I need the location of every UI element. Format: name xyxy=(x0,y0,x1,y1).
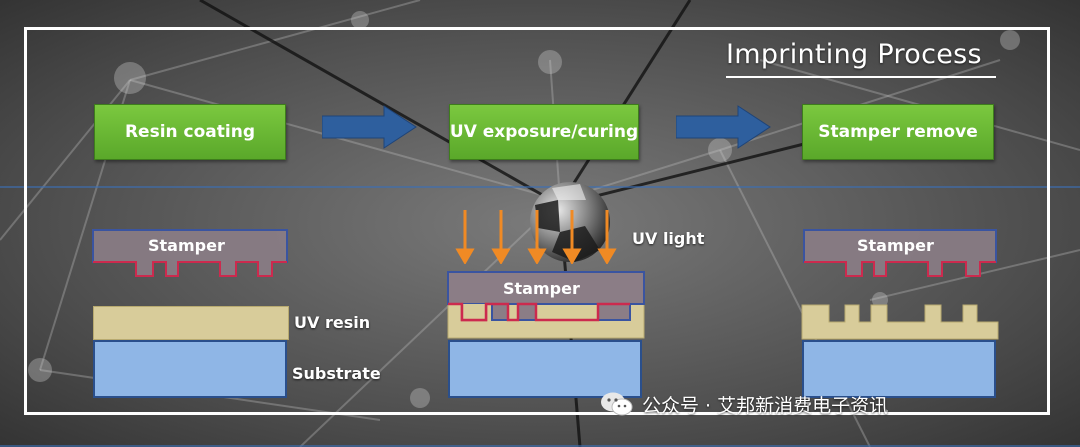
patterned-resin-layer xyxy=(801,304,999,340)
flow-arrow-2 xyxy=(676,105,771,149)
uv-resin-label: UV resin xyxy=(294,313,371,332)
stamper-diagram-3 xyxy=(803,229,997,277)
curing-stack-diagram xyxy=(447,271,645,339)
step-resin-coating: Resin coating xyxy=(94,104,286,160)
substrate-layer-3 xyxy=(802,340,996,398)
uv-light-label: UV light xyxy=(632,229,705,248)
stamper-label-2: Stamper xyxy=(503,279,580,298)
watermark: 公众号 · 艾邦新消费电子资讯 xyxy=(600,389,888,419)
substrate-layer-2 xyxy=(448,340,642,398)
stamper-label-3: Stamper xyxy=(857,236,934,255)
watermark-text: 公众号 · 艾邦新消费电子资讯 xyxy=(642,394,889,417)
flow-arrow-1 xyxy=(322,105,417,149)
uv-resin-layer-1 xyxy=(93,306,289,340)
stamper-label-1: Stamper xyxy=(148,236,225,255)
page-title: Imprinting Process xyxy=(726,36,996,78)
uv-light-arrows xyxy=(455,210,617,264)
stamper-diagram-1 xyxy=(92,229,288,277)
wechat-icon xyxy=(601,392,633,416)
substrate-layer-1 xyxy=(93,340,287,398)
step-uv-exposure-curing: UV exposure/curing xyxy=(449,104,639,160)
substrate-label: Substrate xyxy=(292,364,381,383)
step-stamper-remove: Stamper remove xyxy=(802,104,994,160)
content-frame xyxy=(24,27,1050,415)
